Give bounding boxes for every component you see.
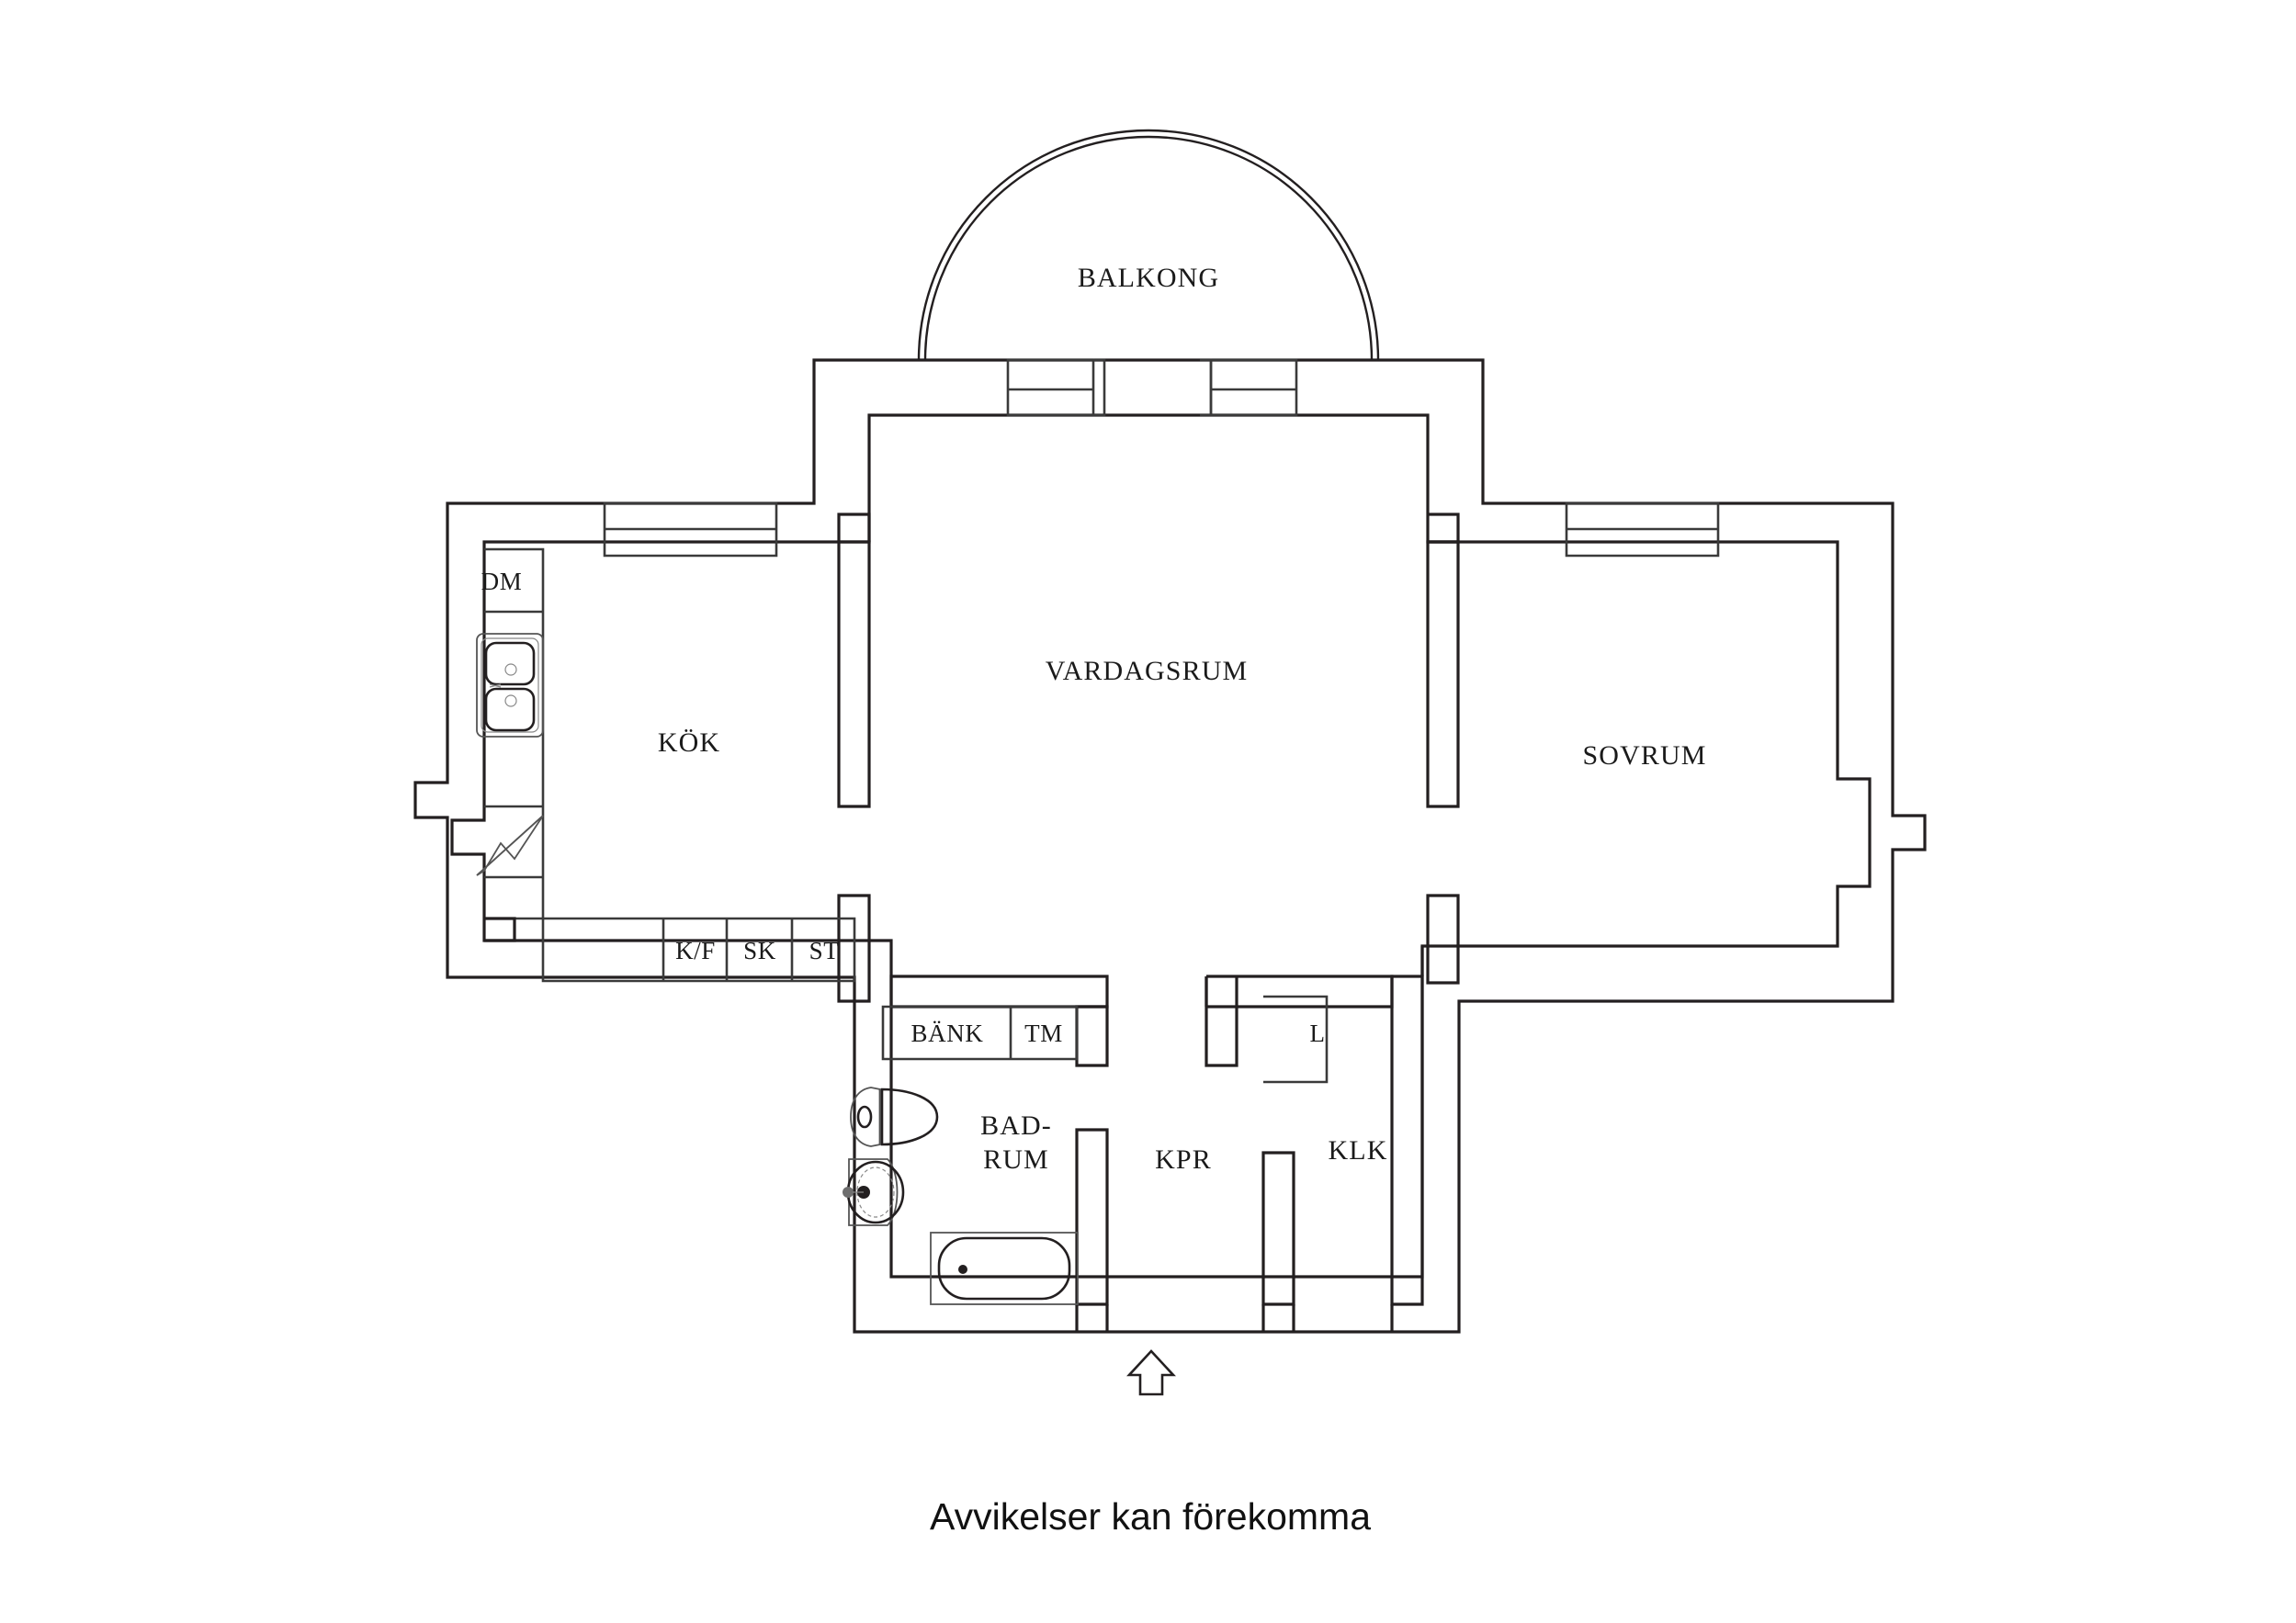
toilet-fixture [850,1087,939,1147]
unit-label-st: ST [809,937,840,964]
disclaimer-caption: Avvikelser kan förekomma [930,1495,1371,1538]
balcony-arc [917,129,1380,361]
unit-label-dm: DM [481,568,523,595]
unit-labels: DM K/F SK ST BÄNK TM L [481,568,1325,1047]
exterior-walls [413,358,1927,1334]
room-label-kpr: KPR [1155,1144,1212,1175]
unit-label-l: L [1309,1020,1325,1047]
unit-label-sk: SK [743,937,776,964]
windows [603,358,1720,558]
unit-label-bank: BÄNK [911,1020,984,1047]
room-label-badrum-line2: RUM [983,1144,1049,1175]
washbasin-fixture [843,1158,905,1226]
interior-walls [484,513,1460,1332]
room-label-kok: KÖK [658,727,720,758]
room-label-balkong: BALKONG [1078,263,1219,293]
window-bedroom [1565,502,1720,558]
sink-fixture [476,633,544,738]
window-balcony-left [1006,358,1106,417]
room-label-badrum-line1: BAD- [980,1110,1052,1141]
unit-label-tm: TM [1024,1020,1063,1047]
bathtub-fixture [930,1232,1079,1305]
room-label-sovrum: SOVRUM [1583,740,1707,771]
window-kitchen [603,502,778,558]
unit-label-kf: K/F [675,937,716,964]
stove-fixture [476,815,544,876]
window-balcony-right [1200,358,1298,417]
room-label-vardagsrum: VARDAGSRUM [1046,656,1249,686]
entrance-arrow-up-icon [1126,1349,1176,1396]
room-label-klk: KLK [1329,1135,1388,1166]
room-labels: BALKONG VARDAGSRUM KÖK SOVRUM BAD- RUM K… [658,263,1707,1175]
